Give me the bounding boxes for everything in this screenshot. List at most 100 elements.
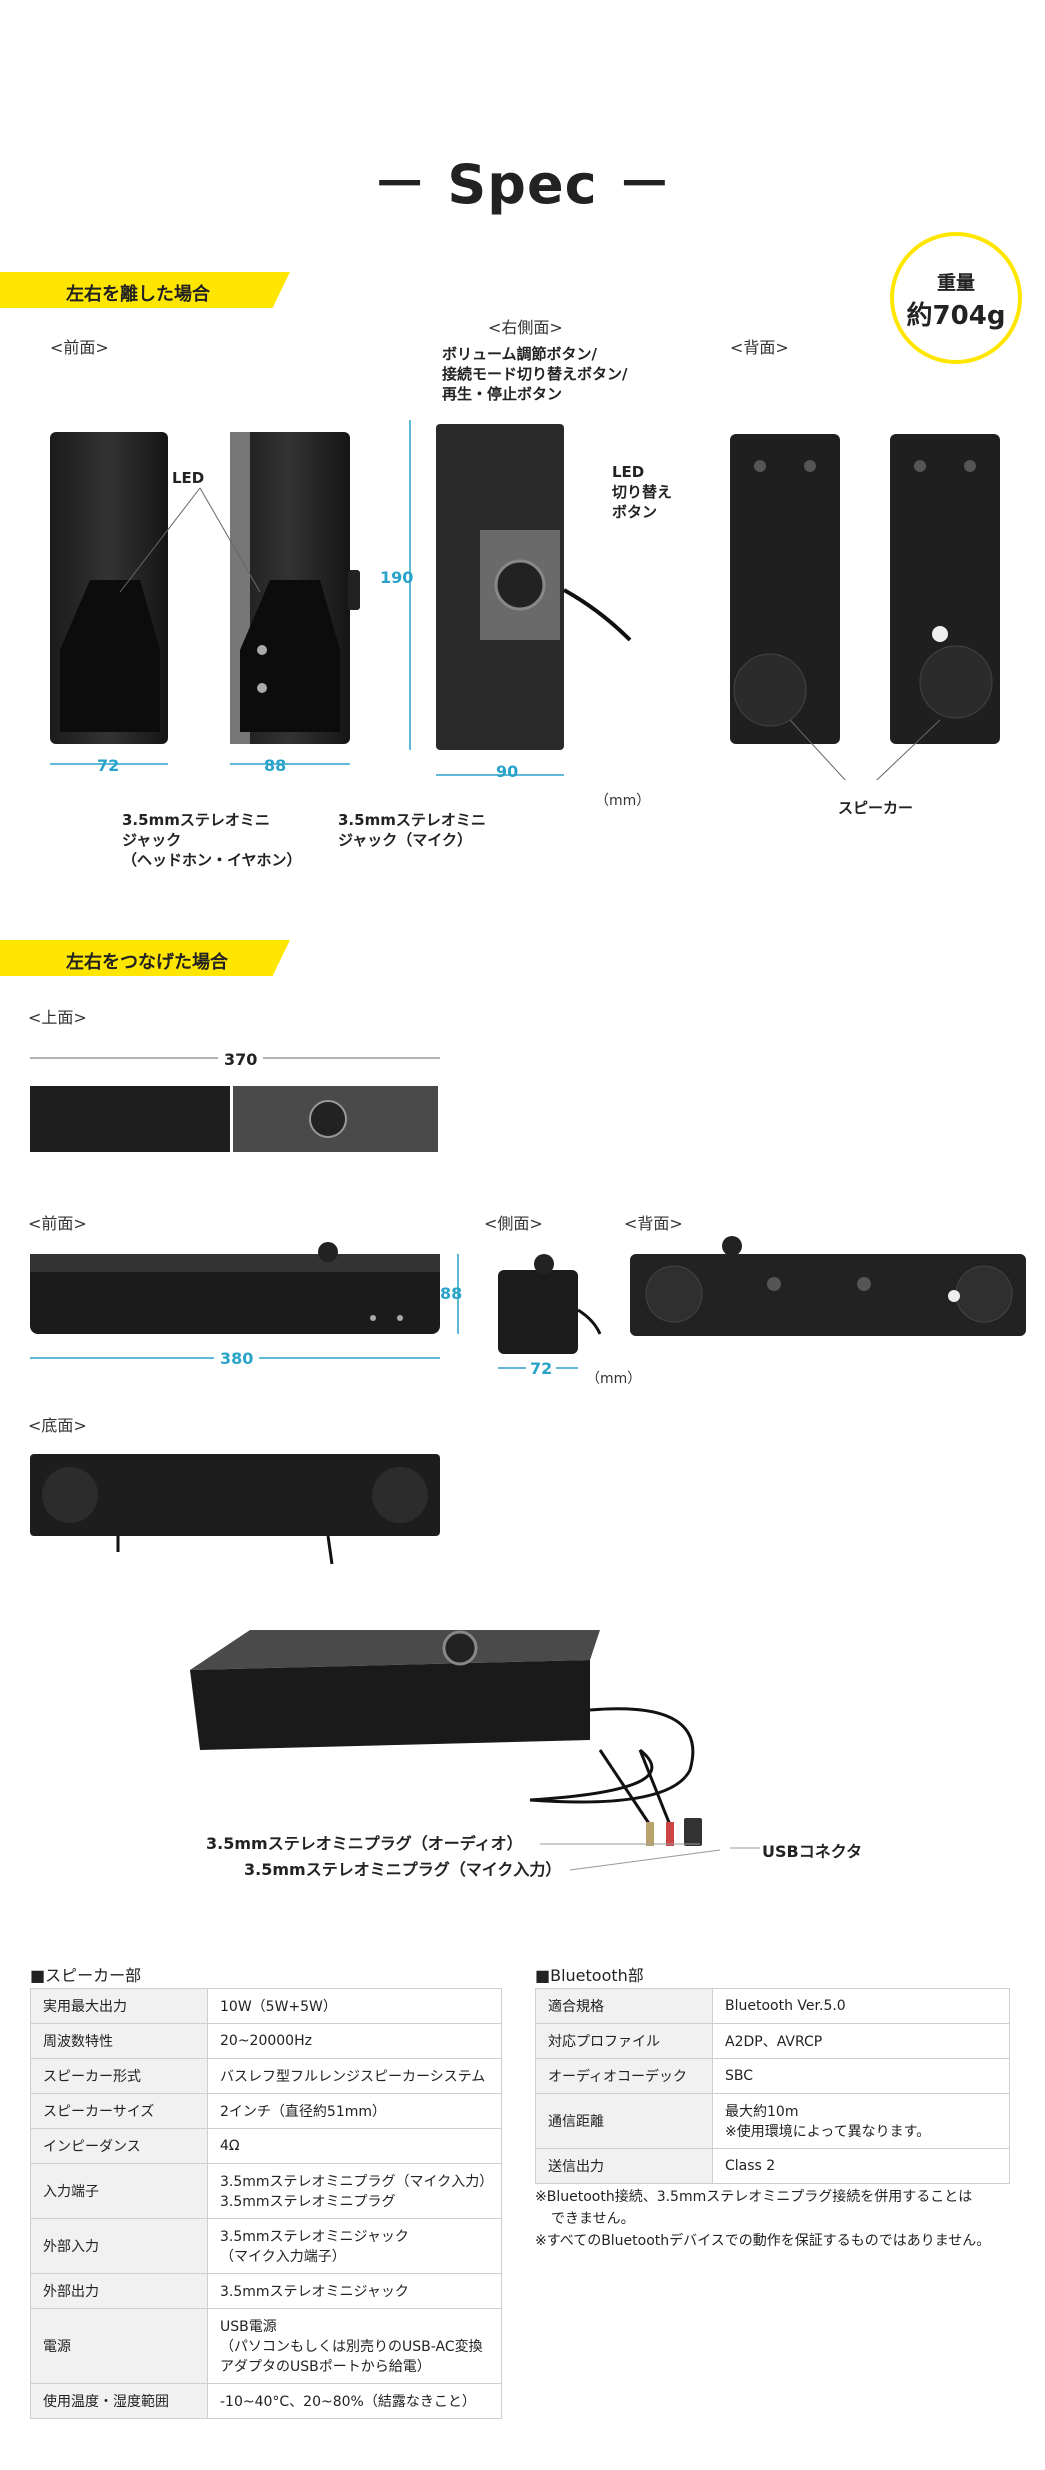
view-label-top: <上面> [28, 1008, 87, 1027]
spec-key: 電源 [30, 2308, 208, 2384]
back-joined-image [630, 1236, 1026, 1336]
spec-value: 3.5mmステレオミニジャック [207, 2273, 502, 2309]
spec-value: 最大約10m ※使用環境によって異なります。 [712, 2093, 1010, 2149]
spec-value-line: （マイク入力端子） [220, 2249, 346, 2265]
spec-value-line: 最大約10m [725, 2104, 799, 2120]
spec-value-line: Bluetooth Ver.5.0 [725, 1998, 846, 2014]
dim-depth: 90 [496, 762, 519, 781]
spec-row: 実用最大出力 10W（5W+5W） [30, 1988, 502, 2024]
spec-value-line: Class 2 [725, 2158, 776, 2174]
dim-front-height: 88 [440, 1284, 463, 1303]
dim-side-width: 72 [526, 1359, 557, 1378]
spec-row: オーディオコーデック SBC [535, 2058, 1010, 2094]
spec-key: 適合規格 [535, 1988, 713, 2024]
product-perspective-image [190, 1630, 702, 1846]
spec-value-line: A2DP、AVRCP [725, 2034, 823, 2050]
weight-value: 約704g [906, 301, 1006, 331]
spec-value: A2DP、AVRCP [712, 2023, 1010, 2059]
spec-value-line: USB電源 [220, 2319, 277, 2335]
spec-row: 対応プロファイル A2DP、AVRCP [535, 2023, 1010, 2059]
led-switch-note-3: ボタン [612, 503, 658, 521]
spec-key: 対応プロファイル [535, 2023, 713, 2059]
banner-joined-label: 左右をつなげた場合 [66, 952, 228, 973]
spec-value-line: 4Ω [220, 2138, 240, 2154]
view-label-side-joined: <側面> [484, 1214, 543, 1233]
spec-key: 入力端子 [30, 2163, 208, 2219]
spec-row: 適合規格 Bluetooth Ver.5.0 [535, 1988, 1010, 2024]
jack-headphone-note-2: ジャック [122, 831, 182, 849]
led-switch-note-1: LED [612, 463, 645, 481]
spec-value-line: 10W（5W+5W） [220, 1999, 337, 2015]
cable-leader-lines [540, 1843, 760, 1871]
mic-plug-label: 3.5mmステレオミニプラグ（マイク入力） [244, 1860, 562, 1879]
jack-headphone-note-1: 3.5mmステレオミニ [122, 811, 270, 829]
spec-value-line: 3.5mmステレオミニプラグ [220, 2194, 396, 2210]
spec-key: オーディオコーデック [535, 2058, 713, 2094]
spec-value-line: （パソコンもしくは別売りのUSB-AC変換 [220, 2339, 483, 2355]
banner-separated: 左右を離した場合 [0, 272, 290, 308]
bottom-view-image [30, 1454, 440, 1565]
spec-row: 外部出力 3.5mmステレオミニジャック [30, 2273, 502, 2309]
spec-value-line: 2インチ（直径約51mm） [220, 2104, 386, 2120]
top-view-image [30, 1057, 440, 1152]
view-label-back-joined: <背面> [624, 1214, 683, 1233]
volume-note-1: ボリューム調節ボタン/ [442, 345, 598, 363]
weight-label: 重量 [936, 272, 975, 294]
spec-row: インピーダンス 4Ω [30, 2128, 502, 2164]
spec-value: -10~40°C、20~80%（結露なきこと） [207, 2383, 502, 2419]
spec-row: スピーカー形式バスレフ型フルレンジスピーカーシステム [30, 2058, 502, 2094]
spec-key: インピーダンス [30, 2128, 208, 2164]
spec-value-line: 3.5mmステレオミニジャック [220, 2284, 409, 2300]
volume-note-3: 再生・停止ボタン [442, 385, 563, 403]
spec-row: 通信距離最大約10m ※使用環境によって異なります。 [535, 2093, 1010, 2149]
unit-joined: （mm） [586, 1371, 642, 1387]
view-label-back: <背面> [730, 338, 789, 357]
spec-value-line: 3.5mmステレオミニジャック [220, 2229, 409, 2245]
dim-top-width: 370 [218, 1050, 264, 1069]
spec-key: 外部入力 [30, 2218, 208, 2274]
spec-row: 電源 USB電源 （パソコンもしくは別売りのUSB-AC変換アダプタのUSBポートか… [30, 2308, 502, 2384]
spec-value-line: -10~40°C、20~80%（結露なきこと） [220, 2394, 476, 2410]
banner-joined: 左右をつなげた場合 [0, 940, 290, 976]
spec-value: 2インチ（直径約51mm） [207, 2093, 502, 2129]
bluetooth-notes: ※Bluetooth接続、3.5mmステレオミニプラグ接続を併用することは でき… [535, 2186, 990, 2252]
led-label: LED [172, 469, 205, 487]
spec-value: Class 2 [712, 2148, 1010, 2184]
spec-value-line: ※使用環境によって異なります。 [725, 2124, 931, 2140]
dim-width-left: 72 [97, 756, 120, 775]
spec-value: 3.5mmステレオミニプラグ（マイク入力）3.5mmステレオミニプラグ [207, 2163, 502, 2219]
spec-value: Bluetooth Ver.5.0 [712, 1988, 1010, 2024]
spec-value: USB電源 （パソコンもしくは別売りのUSB-AC変換アダプタのUSBポートから給… [207, 2308, 502, 2384]
spec-value-line: アダプタのUSBポートから給電） [220, 2359, 431, 2375]
view-label-front: <前面> [50, 338, 109, 357]
right-side-image [409, 420, 632, 776]
spec-row: 使用温度・湿度範囲 -10~40°C、20~80%（結露なきこと） [30, 2383, 502, 2419]
view-label-bottom: <底面> [28, 1416, 87, 1435]
spec-key: 実用最大出力 [30, 1988, 208, 2024]
spec-value: 10W（5W+5W） [207, 1988, 502, 2024]
speaker-spec-heading: ■スピーカー部 [30, 1966, 142, 1985]
banner-separated-label: 左右を離した場合 [66, 284, 210, 305]
spec-value-line: バスレフ型フルレンジスピーカーシステム [220, 2069, 486, 2085]
spec-row: 外部入力 3.5mmステレオミニジャック （マイク入力端子） [30, 2218, 502, 2274]
spec-key: 送信出力 [535, 2148, 713, 2184]
page-title: － Spec － [372, 153, 673, 216]
spec-value: バスレフ型フルレンジスピーカーシステム [207, 2058, 502, 2094]
dim-width-right: 88 [264, 756, 287, 775]
led-switch-note-2: 切り替え [612, 483, 673, 501]
unit-separated: （mm） [595, 793, 651, 809]
spec-key: 通信距離 [535, 2093, 713, 2149]
spec-key: 使用温度・湿度範囲 [30, 2383, 208, 2419]
jack-mic-note-2: ジャック（マイク） [338, 831, 472, 849]
spec-value-line: SBC [725, 2068, 754, 2084]
spec-key: 外部出力 [30, 2273, 208, 2309]
bluetooth-spec-table: 適合規格 Bluetooth Ver.5.0 対応プロファイル A2DP、AVRCP オ… [535, 1988, 1010, 2184]
usb-label: USBコネクタ [762, 1842, 863, 1861]
spec-value: 4Ω [207, 2128, 502, 2164]
spec-value-line: 20~20000Hz [220, 2033, 312, 2049]
bt-note-2: できません。 [551, 2211, 635, 2227]
